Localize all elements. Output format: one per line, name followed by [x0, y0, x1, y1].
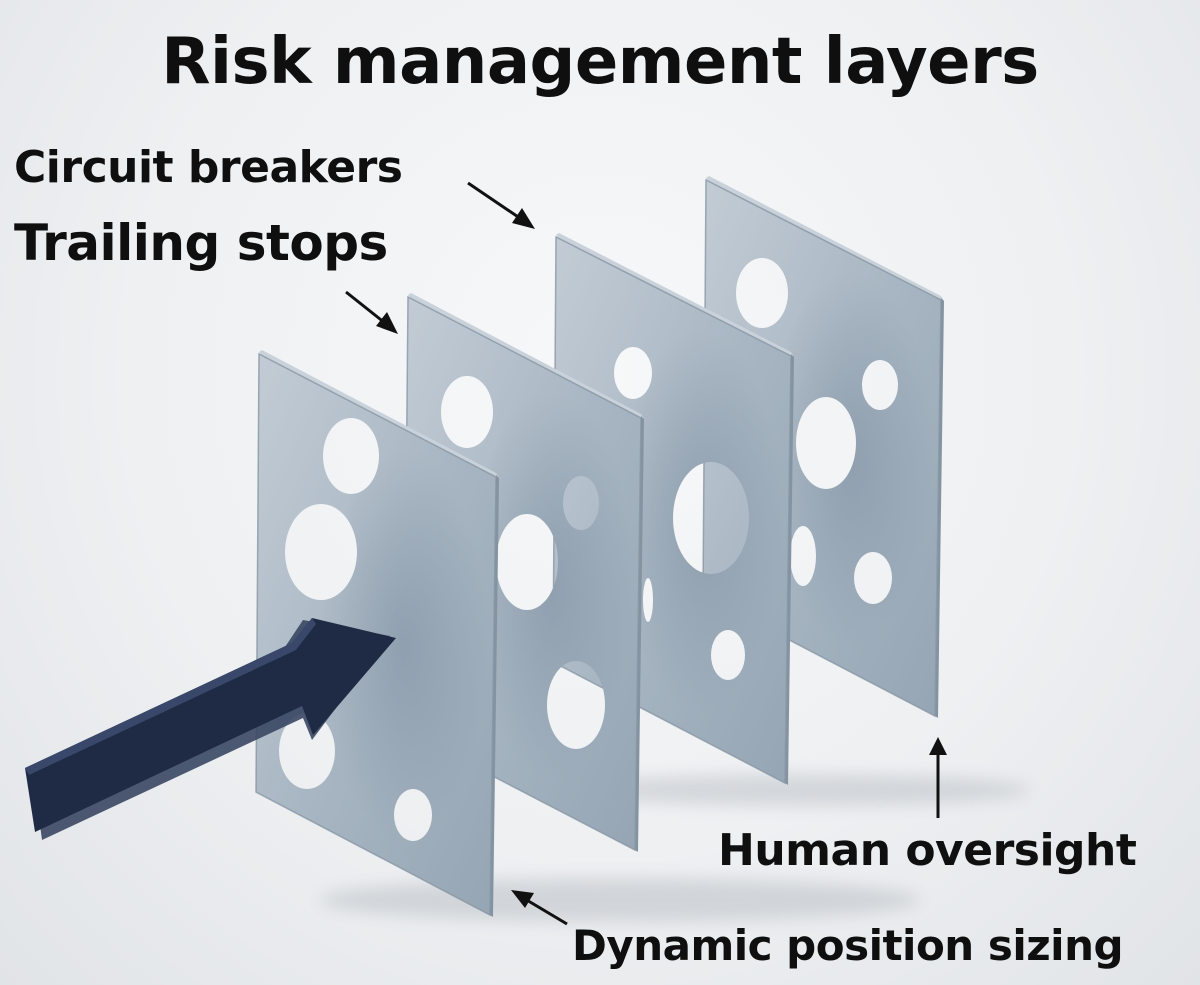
- label-human-oversight: Human oversight: [718, 825, 1137, 876]
- label-trailing-stops: Trailing stops: [14, 214, 388, 272]
- label-circuit-breakers: Circuit breakers: [14, 142, 403, 193]
- pointer-arrows: [345, 181, 947, 926]
- label-dynamic-position-sizing: Dynamic position sizing: [572, 921, 1124, 970]
- threat-arrow: [25, 618, 396, 840]
- diagram-title: Risk management layers: [161, 25, 1039, 99]
